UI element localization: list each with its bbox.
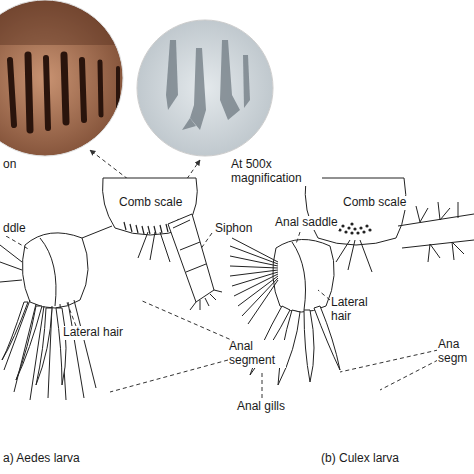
part-label: Anal gills <box>236 400 286 414</box>
photo-caption: At 500x magnification <box>230 158 322 186</box>
micro-photo <box>0 0 160 156</box>
aedes-drawing <box>0 178 222 400</box>
panel-caption: (b) Culex larva <box>320 452 400 466</box>
part-label: Anal segment <box>228 340 286 368</box>
micro-photo <box>137 20 273 156</box>
part-label: Lateral hair <box>330 296 378 324</box>
part-label: Siphon <box>214 222 253 236</box>
photo-caption: on <box>2 158 17 172</box>
panel-caption: a) Aedes larva <box>2 452 81 466</box>
part-label: Lateral hair <box>62 326 124 340</box>
part-label: Ana segm <box>437 338 471 366</box>
part-label: Comb scale <box>342 196 407 210</box>
part-label: ddle <box>2 222 27 236</box>
part-label: Anal saddle <box>274 216 339 230</box>
part-label: Comb scale <box>118 196 183 210</box>
